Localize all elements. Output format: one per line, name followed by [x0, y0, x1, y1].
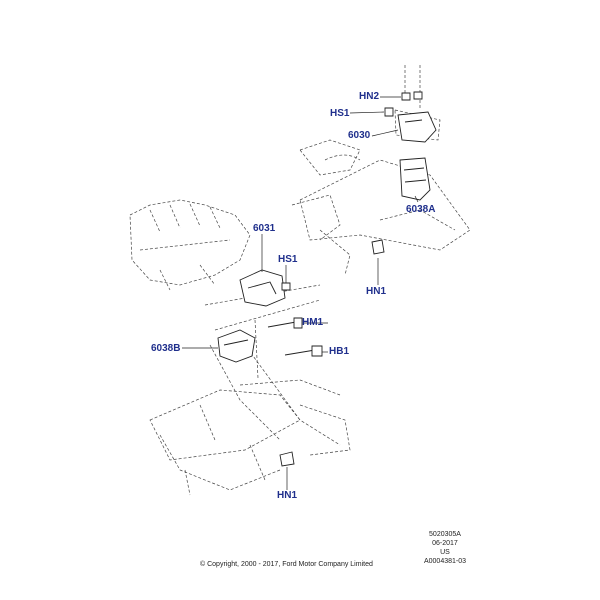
callout-6038a: 6038A	[406, 204, 436, 215]
copyright-notice: © Copyright, 2000 - 2017, Ford Motor Com…	[200, 561, 373, 568]
callout-hb1: HB1	[329, 346, 350, 357]
engine-mount-6038a	[399, 157, 431, 201]
nut-hn2	[401, 91, 423, 101]
engine-mount-bracket-6030	[397, 111, 437, 143]
callout-hm1: HM1	[302, 317, 324, 328]
callout-6030: 6030	[348, 130, 371, 141]
callout-hs1-mid: HS1	[278, 254, 298, 265]
illustration-metadata: 5020305A 06-2017 US A0004381-03	[405, 530, 485, 566]
upper-frame-structure	[291, 65, 471, 276]
reference-code: 5020305A	[429, 531, 461, 538]
bolt-hb1	[284, 345, 323, 357]
engine-mount-bracket-6031	[239, 269, 286, 307]
callout-hs1-top: HS1	[330, 108, 350, 119]
region-code: US	[440, 549, 450, 556]
bolt-hs1-top	[384, 107, 394, 117]
callout-6031: 6031	[253, 223, 276, 234]
engine-block-outline	[129, 199, 251, 291]
leader-lines	[182, 96, 419, 490]
nut-hn1-bottom	[279, 451, 295, 467]
crossmember-outline	[204, 284, 341, 446]
engine-mount-6038b	[217, 329, 256, 363]
callout-6038b: 6038B	[151, 343, 181, 354]
illustration-id: A0004381-03	[423, 558, 467, 565]
nut-hn1-right	[371, 239, 385, 255]
callout-hn1-right: HN1	[366, 286, 387, 297]
bolt-hm1	[267, 317, 303, 329]
revision-date: 06-2017	[432, 540, 458, 547]
lower-frame-structure	[149, 389, 351, 496]
callout-hn1-bottom: HN1	[277, 490, 298, 501]
callout-hn2: HN2	[359, 91, 380, 102]
bolt-hs1-mid	[281, 282, 291, 291]
